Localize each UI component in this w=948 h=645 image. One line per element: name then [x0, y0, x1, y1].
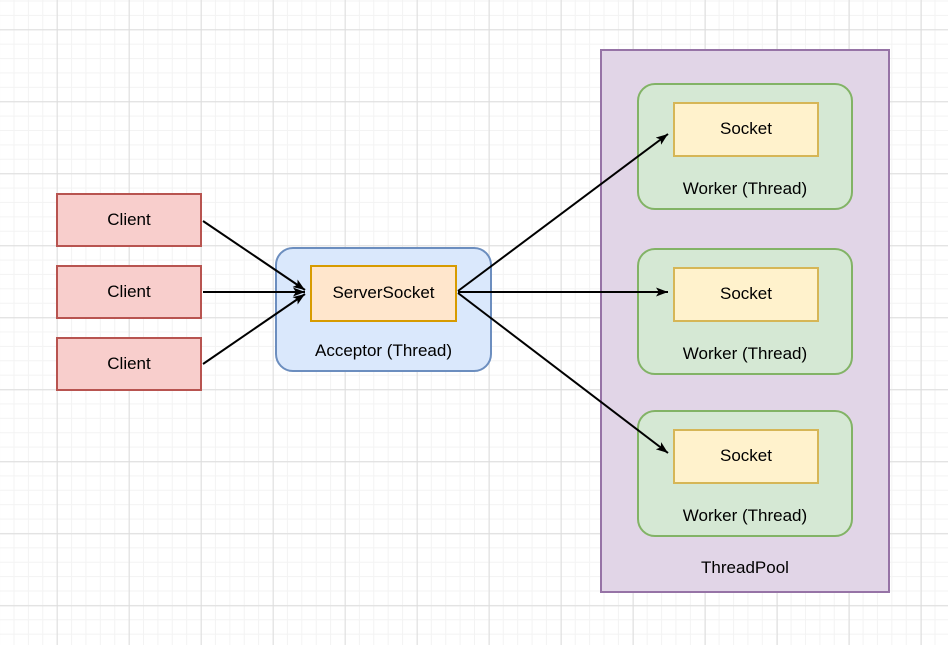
server-socket-box: ServerSocket	[310, 265, 457, 322]
worker-group: Socket Worker (Thread)	[637, 248, 853, 375]
socket-box: Socket	[673, 267, 819, 322]
client-box: Client	[56, 265, 202, 319]
worker-group: Socket Worker (Thread)	[637, 410, 853, 537]
socket-box: Socket	[673, 429, 819, 484]
worker-label: Worker (Thread)	[682, 179, 808, 198]
socket-label: Socket	[720, 119, 772, 139]
client-label: Client	[107, 281, 151, 301]
worker-label: Worker (Thread)	[682, 506, 808, 525]
socket-box: Socket	[673, 102, 819, 157]
acceptor-label: Acceptor (Thread)	[315, 341, 452, 360]
worker-group: Socket Worker (Thread)	[637, 83, 853, 210]
client-label: Client	[107, 209, 151, 229]
socket-label: Socket	[720, 284, 772, 304]
client-label: Client	[107, 353, 151, 373]
server-socket-label: ServerSocket	[332, 283, 435, 303]
client-box: Client	[56, 337, 202, 391]
threadpool-group: Socket Worker (Thread) Socket Worker (Th…	[600, 49, 890, 593]
worker-label: Worker (Thread)	[682, 344, 808, 363]
threadpool-label: ThreadPool	[701, 558, 789, 577]
client-box: Client	[56, 193, 202, 247]
socket-label: Socket	[720, 446, 772, 466]
